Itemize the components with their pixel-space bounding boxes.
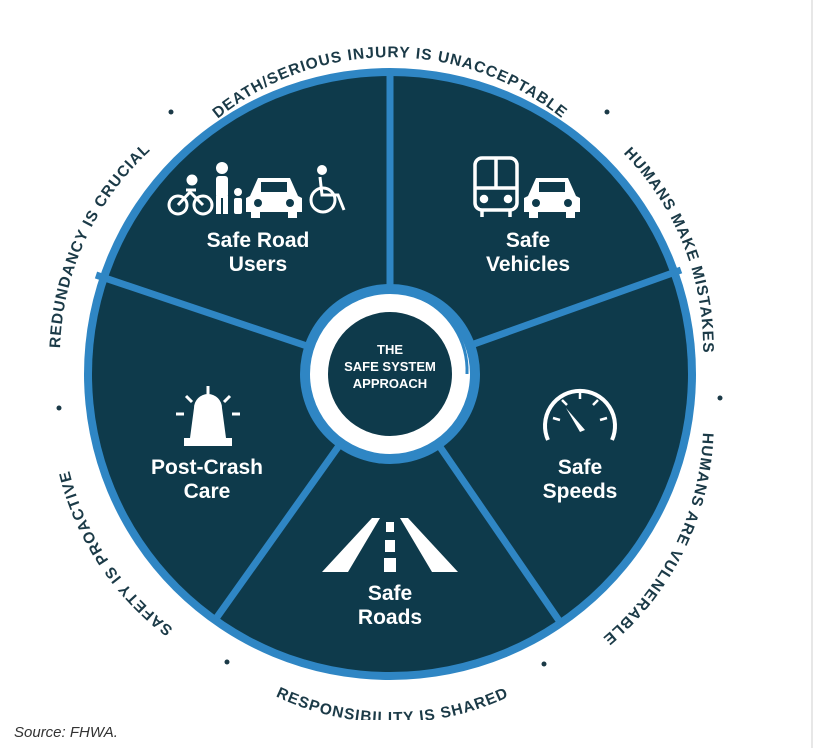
segment-label-line-2: Care xyxy=(184,480,231,503)
segment-label-line-1: Post-Crash xyxy=(151,456,263,479)
segment-label-line-1: Safe xyxy=(368,582,412,605)
car-icon xyxy=(524,178,580,218)
hub-title-line-2: SAFE SYSTEM xyxy=(344,359,436,374)
segment-safe-vehicles: Safe Vehicles xyxy=(473,156,580,276)
segment-label-line-2: Users xyxy=(229,253,287,276)
road-icon xyxy=(322,518,458,572)
segment-safe-road-users: Safe Road Users xyxy=(167,162,346,276)
bus-icon xyxy=(473,156,519,217)
hub-title-line-3: APPROACH xyxy=(353,376,427,391)
car-icon xyxy=(246,178,302,218)
wheelchair-icon xyxy=(309,165,346,214)
speedometer-icon xyxy=(543,388,617,441)
segment-label-line-1: Safe xyxy=(558,456,602,479)
principle-label: RESPONSIBILITY IS SHARED xyxy=(274,684,511,720)
safe-system-diagram: THE SAFE SYSTEM APPROACH xyxy=(47,44,723,720)
segment-label-line-1: Safe xyxy=(506,229,550,252)
hub-accent-arc xyxy=(417,295,469,375)
segment-safe-roads: Safe Roads xyxy=(322,518,458,629)
segment-label-line-1: Safe Road xyxy=(207,229,310,252)
pedestrian-family-icon xyxy=(216,162,242,214)
segment-post-crash-care: Post-Crash Care xyxy=(151,386,263,503)
hub-title-line-1: THE xyxy=(377,342,403,357)
hub-core xyxy=(328,312,452,436)
source-caption: Source: FHWA. xyxy=(14,724,118,741)
emergency-light-icon xyxy=(176,386,240,446)
segment-label-line-2: Speeds xyxy=(543,480,618,503)
segment-label-line-2: Vehicles xyxy=(486,253,570,276)
segment-safe-speeds: Safe Speeds xyxy=(543,388,618,503)
segment-label-line-2: Roads xyxy=(358,606,422,629)
separator-dots xyxy=(56,109,723,667)
bicycle-icon xyxy=(167,174,214,216)
